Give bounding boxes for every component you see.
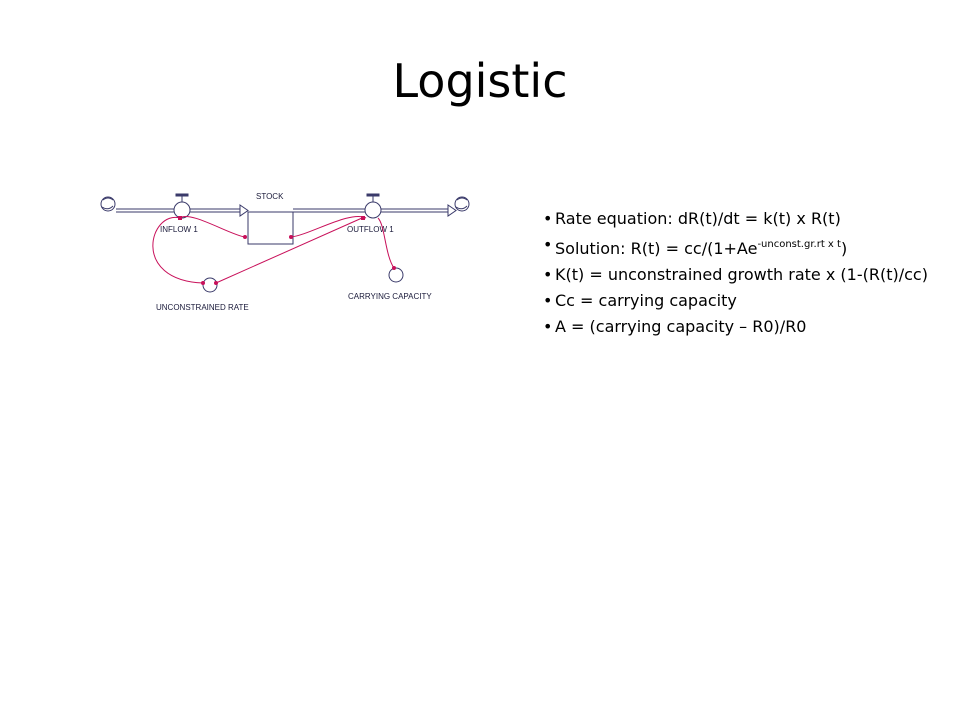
unconstrained-rate-converter[interactable] [202, 277, 218, 293]
bullet-cc-definition: Cc = carrying capacity [543, 288, 945, 314]
carrying-capacity-label: CARRYING CAPACITY [348, 292, 432, 301]
sink-cloud-icon [454, 196, 470, 212]
bullet-k-definition: K(t) = unconstrained growth rate x (1-(R… [543, 262, 945, 288]
stock-flow-diagram: INFLOW 1 STOCK OUTFLOW 1 UNCONSTRAINED R… [100, 192, 470, 312]
connector-dots [178, 216, 396, 285]
bullet-a-definition: A = (carrying capacity – R0)/R0 [543, 314, 945, 340]
inflow-label: INFLOW 1 [160, 225, 198, 234]
stock-label: STOCK [256, 192, 284, 201]
bullet-list: Rate equation: dR(t)/dt = k(t) x R(t) So… [543, 206, 945, 340]
source-cloud-icon [100, 196, 116, 212]
slide-title: Logistic [392, 54, 568, 108]
bullet-rate-equation: Rate equation: dR(t)/dt = k(t) x R(t) [543, 206, 945, 232]
connectors [152, 215, 395, 284]
bullet-solution: Solution: R(t) = cc/(1+Ae-unconst.gr.rt … [543, 232, 945, 262]
stock-box[interactable] [247, 211, 294, 245]
outflow-valve-icon[interactable] [364, 193, 382, 219]
carrying-capacity-converter[interactable] [388, 267, 404, 283]
inflow-valve-icon[interactable] [173, 193, 191, 219]
outflow-label: OUTFLOW 1 [347, 225, 394, 234]
unconstrained-rate-label: UNCONSTRAINED RATE [156, 303, 249, 312]
